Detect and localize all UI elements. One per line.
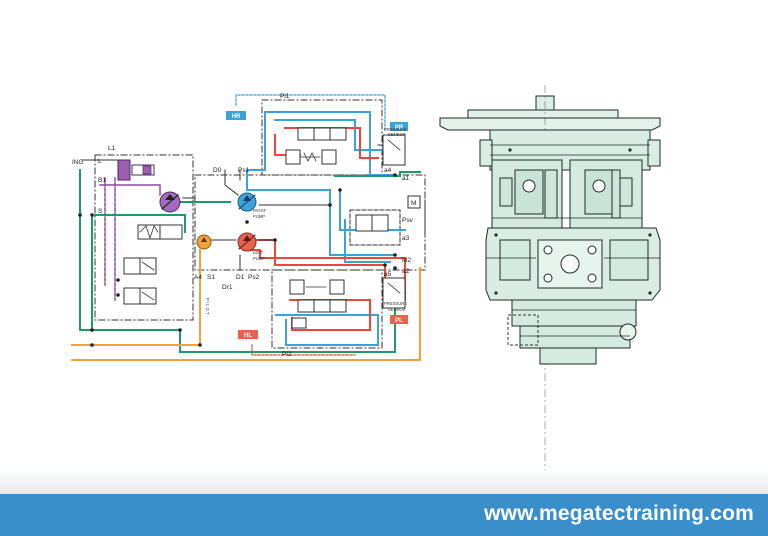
hydraulic-schematic: HR PR PL HL L1 L B1 S ING Pi1 Pi2 D0 Ps1… xyxy=(71,93,426,361)
label-right-pump-1: RIGHT xyxy=(253,208,266,213)
label-right-pump-2: PUMP xyxy=(253,214,265,219)
label-s: S xyxy=(98,208,103,215)
label-sensor-top-2: SENSOR xyxy=(388,132,406,137)
label-m2: M2 xyxy=(402,257,411,264)
label-b1: B1 xyxy=(98,177,106,184)
label-a5: a5 xyxy=(384,271,392,278)
top-regulator-components xyxy=(285,127,347,165)
pressure-sensor-bottom xyxy=(382,277,406,309)
label-d0: D0 xyxy=(213,167,222,174)
label-psv: Psv xyxy=(402,217,414,224)
label-dr1: Dr1 xyxy=(222,284,233,291)
label-ps1: Ps1 xyxy=(238,167,250,174)
label-d1: D1 xyxy=(236,274,245,281)
label-m: M xyxy=(411,200,416,207)
left-valve-enclosure xyxy=(94,154,194,321)
label-left-pump-1: LEFT xyxy=(253,250,264,255)
pilot-line-bottom xyxy=(251,344,356,356)
label-sensor-bottom-2: SENSOR xyxy=(388,307,406,312)
label-sensor-bottom-1: PRESSURE xyxy=(384,301,407,306)
label-ing: ING xyxy=(72,159,84,166)
label-sensor-top-1: PRESSURE xyxy=(384,127,407,132)
green-lines xyxy=(79,169,421,353)
top-flange xyxy=(439,117,661,131)
label-a1: a1 xyxy=(402,175,410,182)
footer-banner: www.megatectraining.com xyxy=(0,494,768,536)
label-l: L xyxy=(98,158,102,165)
tag-pr xyxy=(390,122,408,131)
schematic-labels: L1 L B1 S ING Pi1 Pi2 D0 Ps1 Ps2 D1 A4 S… xyxy=(72,93,416,358)
bottom-regulator-enclosure xyxy=(271,269,383,349)
pilot-line-top xyxy=(235,94,386,131)
label-a4-right: a4 xyxy=(384,167,392,174)
top-regulator-enclosure xyxy=(261,99,383,176)
label-ps2: Ps2 xyxy=(248,274,260,281)
label-s1: S1 xyxy=(207,274,215,281)
label-a2: a2 xyxy=(402,268,410,275)
tag-hr xyxy=(226,111,246,120)
pump-drawing xyxy=(439,85,661,470)
tag-hl-label: HL xyxy=(244,333,252,339)
label-l1: L1 xyxy=(108,145,116,152)
label-pi2: Pi2 xyxy=(282,351,292,358)
m-box xyxy=(407,195,421,209)
tag-pl-label: PL xyxy=(395,318,403,324)
bottom-regulator-components xyxy=(289,279,347,329)
tag-pl xyxy=(390,315,408,324)
left-control-valves xyxy=(116,159,183,305)
footer-shadow xyxy=(0,470,768,496)
label-pi1: Pi1 xyxy=(280,93,290,100)
dashed-component xyxy=(507,314,539,346)
psv-valve-enclosure xyxy=(349,209,401,246)
hydraulic-diagram: HR PR PL HL L1 L B1 S ING Pi1 Pi2 D0 Ps1… xyxy=(71,85,661,470)
psv-valve xyxy=(355,214,373,232)
tag-hr-label: HR xyxy=(232,114,241,120)
label-a3: a3 xyxy=(402,235,410,242)
label-a4: A4 xyxy=(194,274,202,281)
purple-lines xyxy=(99,177,161,301)
junction-dots xyxy=(78,173,397,347)
label-left-pump-2: PUMP xyxy=(253,256,265,261)
tag-hl xyxy=(238,330,258,339)
website-url[interactable]: www.megatectraining.com xyxy=(484,502,754,525)
pump-symbols xyxy=(159,191,257,252)
pressure-sensor-top xyxy=(382,134,406,166)
tag-pr-label: PR xyxy=(395,125,404,131)
label-pilot: P I L O T xyxy=(205,298,210,315)
